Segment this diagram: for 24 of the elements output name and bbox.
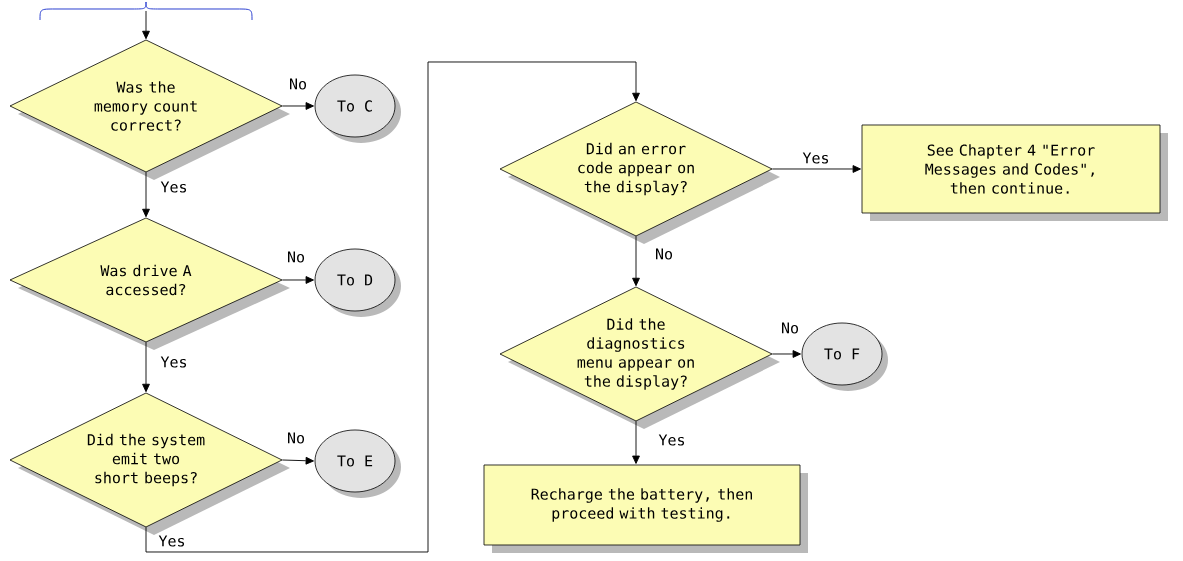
arrow xyxy=(771,165,861,173)
edge-label: Yes xyxy=(160,181,187,193)
arrow xyxy=(632,235,640,287)
process-box: See Chapter 4 "Error Messages and Codes", then continue. xyxy=(861,124,1168,221)
arrow xyxy=(771,350,801,358)
arrow xyxy=(281,102,314,110)
edge-label: No xyxy=(656,248,673,260)
edge-label: No xyxy=(288,432,305,444)
arrow xyxy=(142,341,150,393)
arrow xyxy=(281,456,314,465)
arrow xyxy=(145,61,640,553)
arrow xyxy=(142,171,150,218)
edge-label: Yes xyxy=(658,434,685,446)
edge-label: No xyxy=(288,251,305,263)
edge-label: No xyxy=(782,322,799,334)
edge-label: Yes xyxy=(802,152,829,164)
arrow xyxy=(632,420,640,464)
arrow xyxy=(142,10,150,40)
edge-label: Yes xyxy=(160,356,187,368)
arrow xyxy=(281,276,314,284)
brace xyxy=(39,1,253,21)
edge-label: Yes xyxy=(158,535,185,547)
edge-label: No xyxy=(290,78,307,90)
process-box: Recharge the battery, then proceed with testing. xyxy=(483,464,808,553)
